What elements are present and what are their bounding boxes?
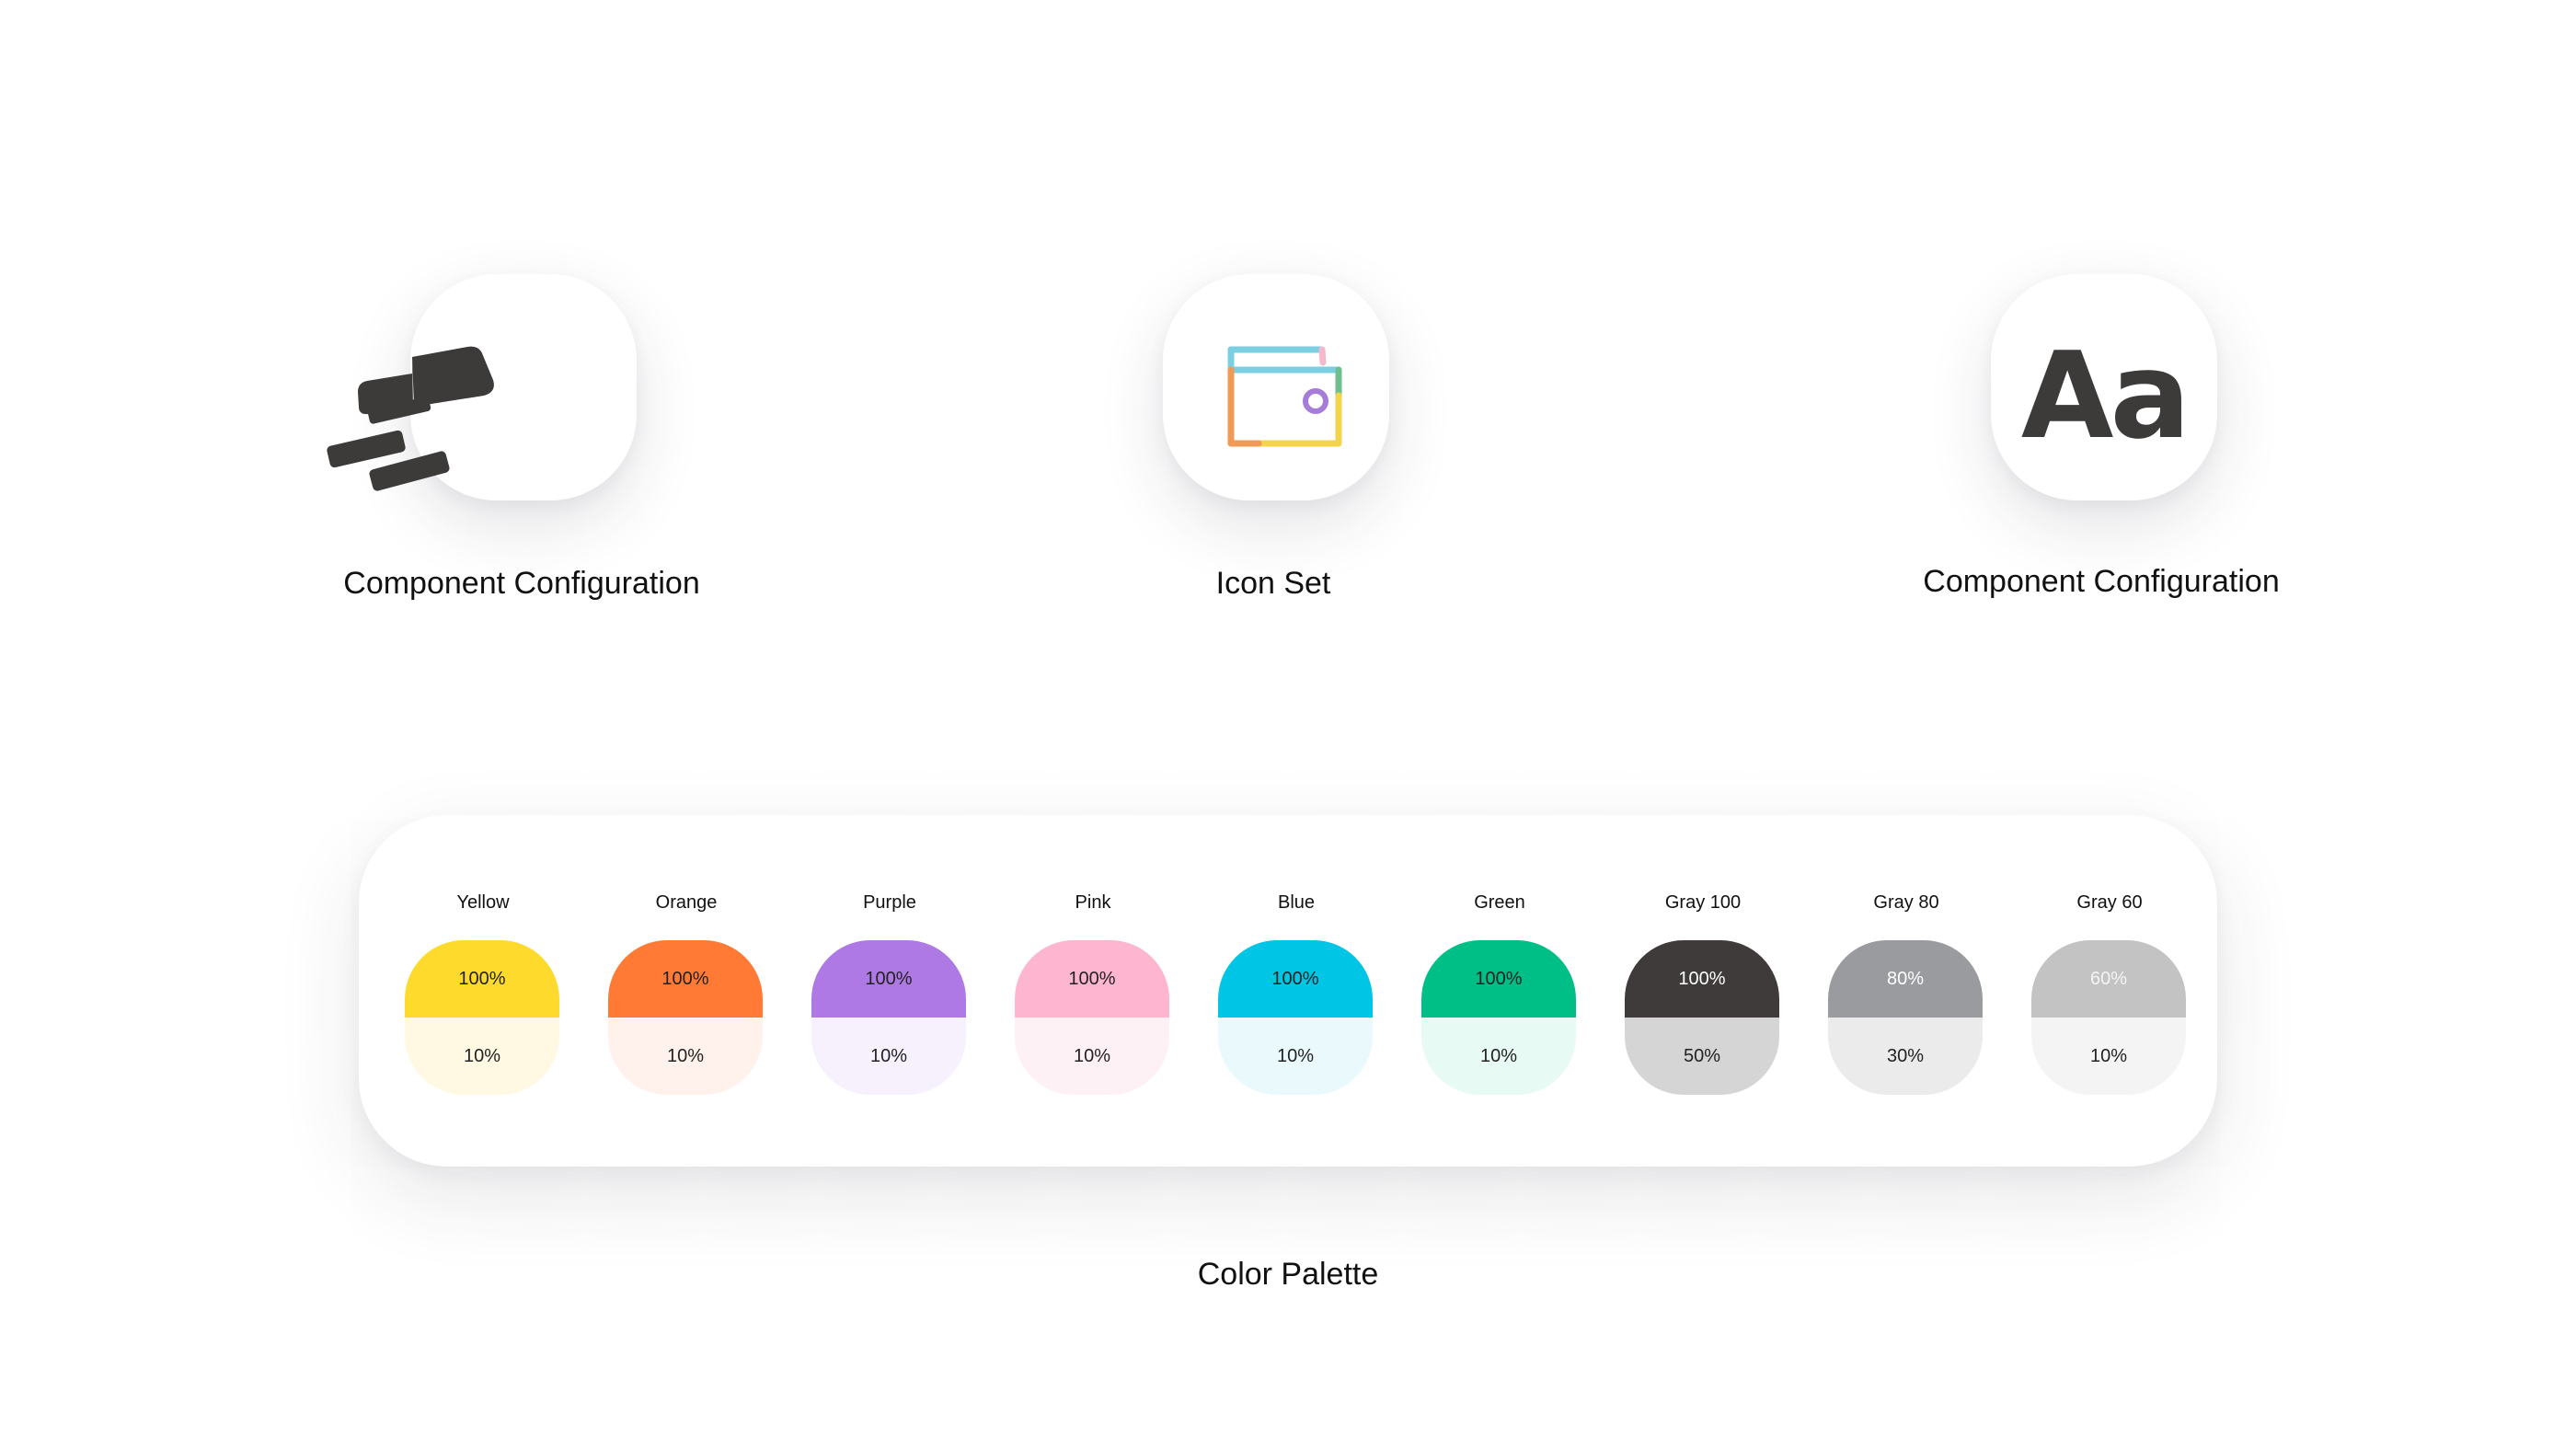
typography-icon: Aa	[2020, 326, 2191, 466]
color-swatch[interactable]: 100%50%	[1625, 940, 1779, 1095]
swatch-primary-shade: 100%	[1015, 940, 1169, 1018]
swatch-name: Purple	[863, 892, 916, 913]
swatch-primary-shade: 100%	[608, 940, 763, 1018]
color-swatch[interactable]: 100%10%	[1218, 940, 1373, 1095]
swatch-primary-shade: 100%	[1421, 940, 1576, 1018]
swatch-tint-shade: 10%	[2031, 1018, 2186, 1095]
swatch-primary-shade: 100%	[405, 940, 559, 1018]
swatch-name: Gray 60	[2076, 892, 2143, 913]
brush-icon	[327, 346, 494, 491]
tile-caption: Icon Set	[1215, 566, 1331, 601]
swatch-tint-shade: 10%	[1421, 1018, 1576, 1095]
swatch-name: Yellow	[456, 892, 510, 913]
swatch-primary-shade: 100%	[1625, 940, 1779, 1018]
swatch-primary-shade: 80%	[1828, 940, 1983, 1018]
swatch-primary-shade: 100%	[811, 940, 966, 1018]
color-swatch[interactable]: 100%10%	[811, 940, 966, 1095]
swatch-name: Orange	[655, 892, 718, 913]
color-swatch[interactable]: 100%10%	[608, 940, 763, 1095]
icon-set-tile[interactable]	[1163, 274, 1389, 500]
tile-caption: Component Configuration	[1923, 564, 2280, 599]
swatch-tint-shade: 10%	[1218, 1018, 1373, 1095]
swatch-tint-shade: 10%	[405, 1018, 559, 1095]
swatch-name: Gray 80	[1873, 892, 1939, 913]
gallery-icon	[1227, 346, 1342, 447]
palette-caption: Color Palette	[1197, 1257, 1379, 1292]
swatch-name: Green	[1474, 892, 1525, 913]
swatch-name: Pink	[1075, 892, 1111, 913]
color-swatch[interactable]: 100%10%	[1421, 940, 1576, 1095]
swatch-name: Blue	[1277, 892, 1316, 913]
color-swatch[interactable]: 60%10%	[2031, 940, 2186, 1095]
tile-caption: Component Configuration	[343, 566, 700, 601]
color-swatch[interactable]: 100%10%	[1015, 940, 1169, 1095]
typography-tile[interactable]	[1991, 274, 2217, 500]
swatch-tint-shade: 50%	[1625, 1018, 1779, 1095]
color-swatch[interactable]: 100%10%	[405, 940, 559, 1095]
swatch-tint-shade: 10%	[608, 1018, 763, 1095]
swatch-tint-shade: 30%	[1828, 1018, 1983, 1095]
swatch-primary-shade: 100%	[1218, 940, 1373, 1018]
swatch-tint-shade: 10%	[811, 1018, 966, 1095]
swatch-primary-shade: 60%	[2031, 940, 2186, 1018]
swatch-tint-shade: 10%	[1015, 1018, 1169, 1095]
swatch-name: Gray 100	[1664, 892, 1742, 913]
color-swatch[interactable]: 80%30%	[1828, 940, 1983, 1095]
